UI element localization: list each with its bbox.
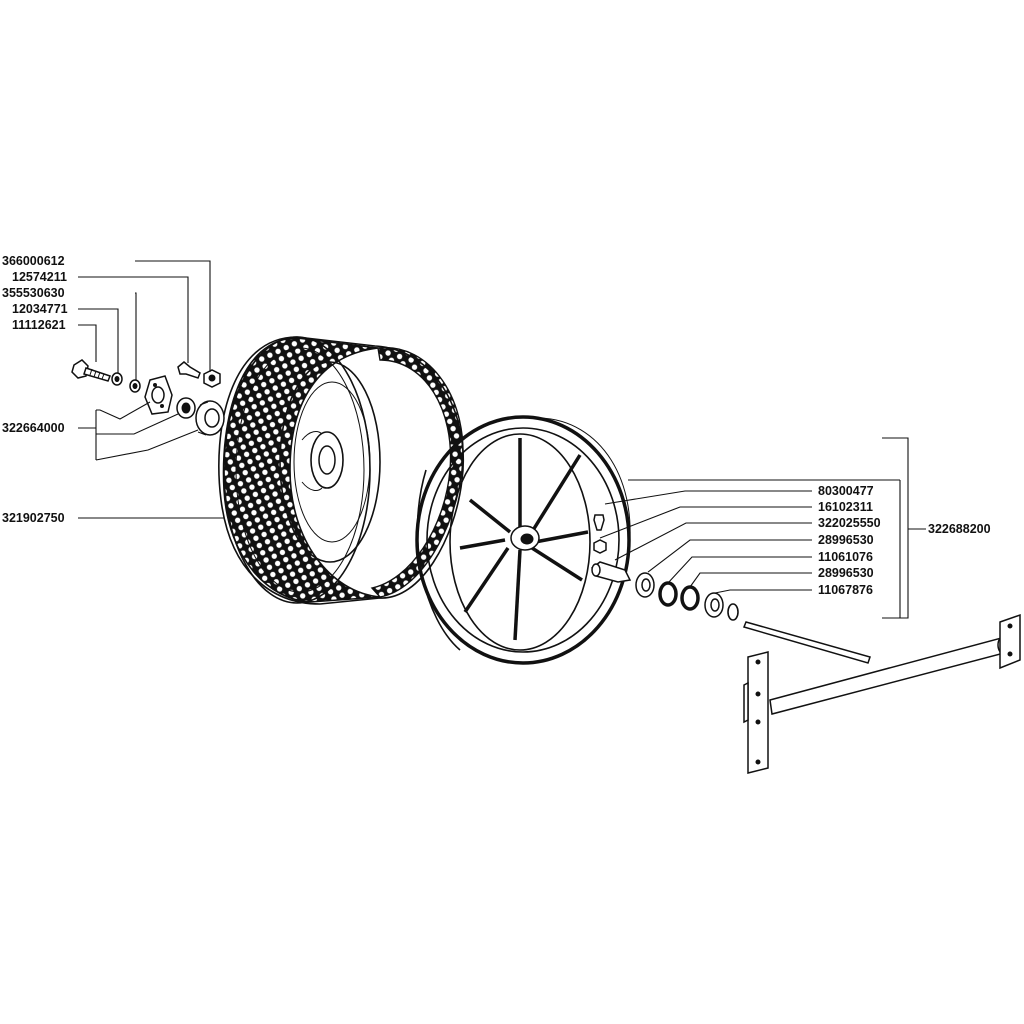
label-11067876: 11067876 <box>818 583 873 597</box>
label-322664000: 322664000 <box>2 421 65 435</box>
bolt-80300477 <box>593 514 605 531</box>
bearing-flange <box>144 375 173 415</box>
label-11061076: 11061076 <box>818 550 873 564</box>
axle-stub-322025550 <box>591 561 632 583</box>
bolt-11112621 <box>71 359 111 382</box>
label-322025550: 322025550 <box>818 516 881 530</box>
label-80300477: 80300477 <box>818 484 874 498</box>
bolt-12574211 <box>177 361 201 379</box>
label-366000612: 366000612 <box>2 254 65 268</box>
bearing <box>176 397 196 419</box>
label-355530630: 355530630 <box>2 286 65 300</box>
label-28996530-b: 28996530 <box>818 566 874 580</box>
ring-11061076 <box>658 581 678 607</box>
label-321902750: 321902750 <box>2 511 65 525</box>
label-322688200: 322688200 <box>928 522 991 536</box>
ring-28996530-b <box>680 585 700 611</box>
leader-lines <box>78 260 926 619</box>
clip-ring <box>727 603 739 621</box>
spoked-wheel-rim <box>415 415 631 665</box>
nut-16102311 <box>593 539 607 554</box>
nut-366000612 <box>203 369 221 388</box>
perforated-drum <box>218 336 464 605</box>
washer-355530630 <box>129 379 141 393</box>
label-12034771: 12034771 <box>12 302 68 316</box>
bushing-11067876 <box>704 592 724 618</box>
label-12574211: 12574211 <box>12 270 67 284</box>
axle-bracket <box>742 613 1021 774</box>
flange-cup <box>195 400 225 436</box>
label-28996530-a: 28996530 <box>818 533 874 547</box>
bushing-28996530-a <box>635 572 655 598</box>
washer-12034771 <box>111 372 123 386</box>
label-11112621: 11112621 <box>12 318 66 332</box>
label-16102311: 16102311 <box>818 500 873 514</box>
part-labels: 366000612 12574211 355530630 12034771 11… <box>2 254 991 597</box>
